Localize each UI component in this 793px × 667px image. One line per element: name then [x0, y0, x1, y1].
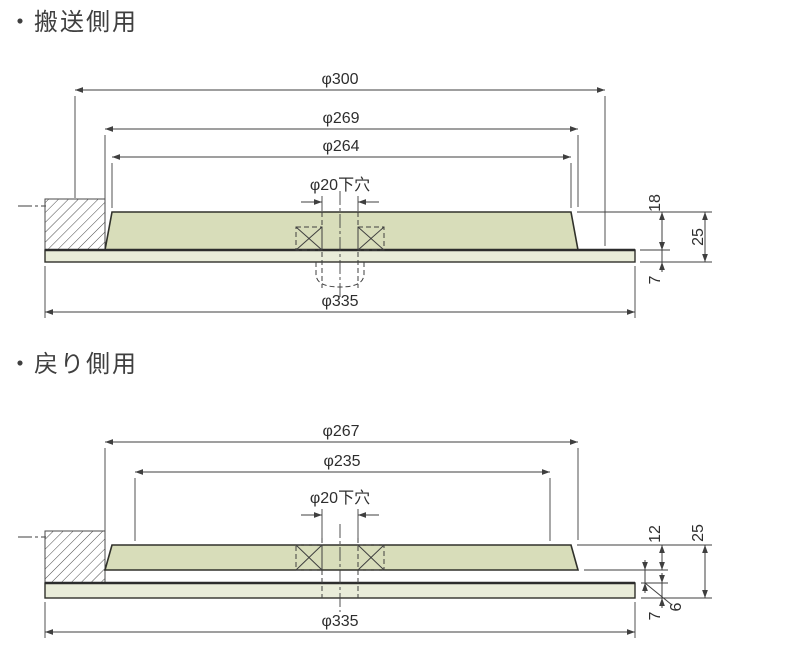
thickness-dims-return: 12 25 7 6: [577, 524, 712, 620]
section-return-side: ・戻り側用 φ267 φ235 φ20下穴: [8, 351, 712, 638]
dim-label: φ300: [321, 71, 358, 88]
dim-label-25: 25: [690, 228, 707, 246]
hub-cross: [295, 544, 323, 571]
dim-label-12: 12: [647, 525, 664, 543]
dim-label: φ335: [321, 613, 358, 630]
thickness-dims-transport: 18 25 7: [577, 194, 712, 284]
dim-label: φ235: [323, 453, 360, 470]
dim-label: φ267: [322, 423, 359, 440]
dim-label-6: 6: [668, 602, 685, 611]
disc-cross-section: [103, 544, 580, 571]
dim-label-7: 7: [647, 275, 664, 284]
frame-section-hatch: [44, 198, 106, 251]
dim-pilot-hole: φ20下穴: [301, 176, 379, 211]
part-view-transport: [18, 191, 636, 297]
dim-label-25: 25: [690, 524, 707, 542]
dim-label: φ335: [321, 293, 358, 310]
hub-cross: [357, 226, 385, 251]
section-title-transport: ・搬送側用: [8, 9, 138, 36]
dim-phi267: φ267: [104, 423, 579, 540]
section-transport-side: ・搬送側用 φ300 φ269 φ264 φ20下穴: [8, 9, 712, 318]
dim-label: φ20下穴: [310, 176, 370, 194]
hub-cross: [357, 544, 385, 571]
section-title-return: ・戻り側用: [8, 351, 138, 378]
disc-cross-section: [104, 211, 579, 251]
part-view-return: [18, 524, 636, 612]
dim-label-18: 18: [647, 194, 664, 212]
leader-line: [644, 582, 673, 606]
dim-label: φ264: [322, 138, 359, 155]
dim-phi269: φ269: [104, 110, 579, 207]
dim-phi335-return: φ335: [44, 602, 636, 638]
dim-label: φ20下穴: [310, 489, 370, 507]
dim-phi300: φ300: [74, 71, 606, 246]
dim-label: φ269: [322, 110, 359, 127]
hub-cross: [295, 226, 323, 251]
frame-section-hatch: [44, 530, 106, 584]
dim-phi264: φ264: [111, 138, 572, 208]
dim-phi235: φ235: [134, 453, 551, 541]
dim-pilot-hole-return: φ20下穴: [301, 489, 379, 543]
dim-label-7: 7: [647, 611, 664, 620]
dim-phi335-transport: φ335: [44, 266, 636, 318]
